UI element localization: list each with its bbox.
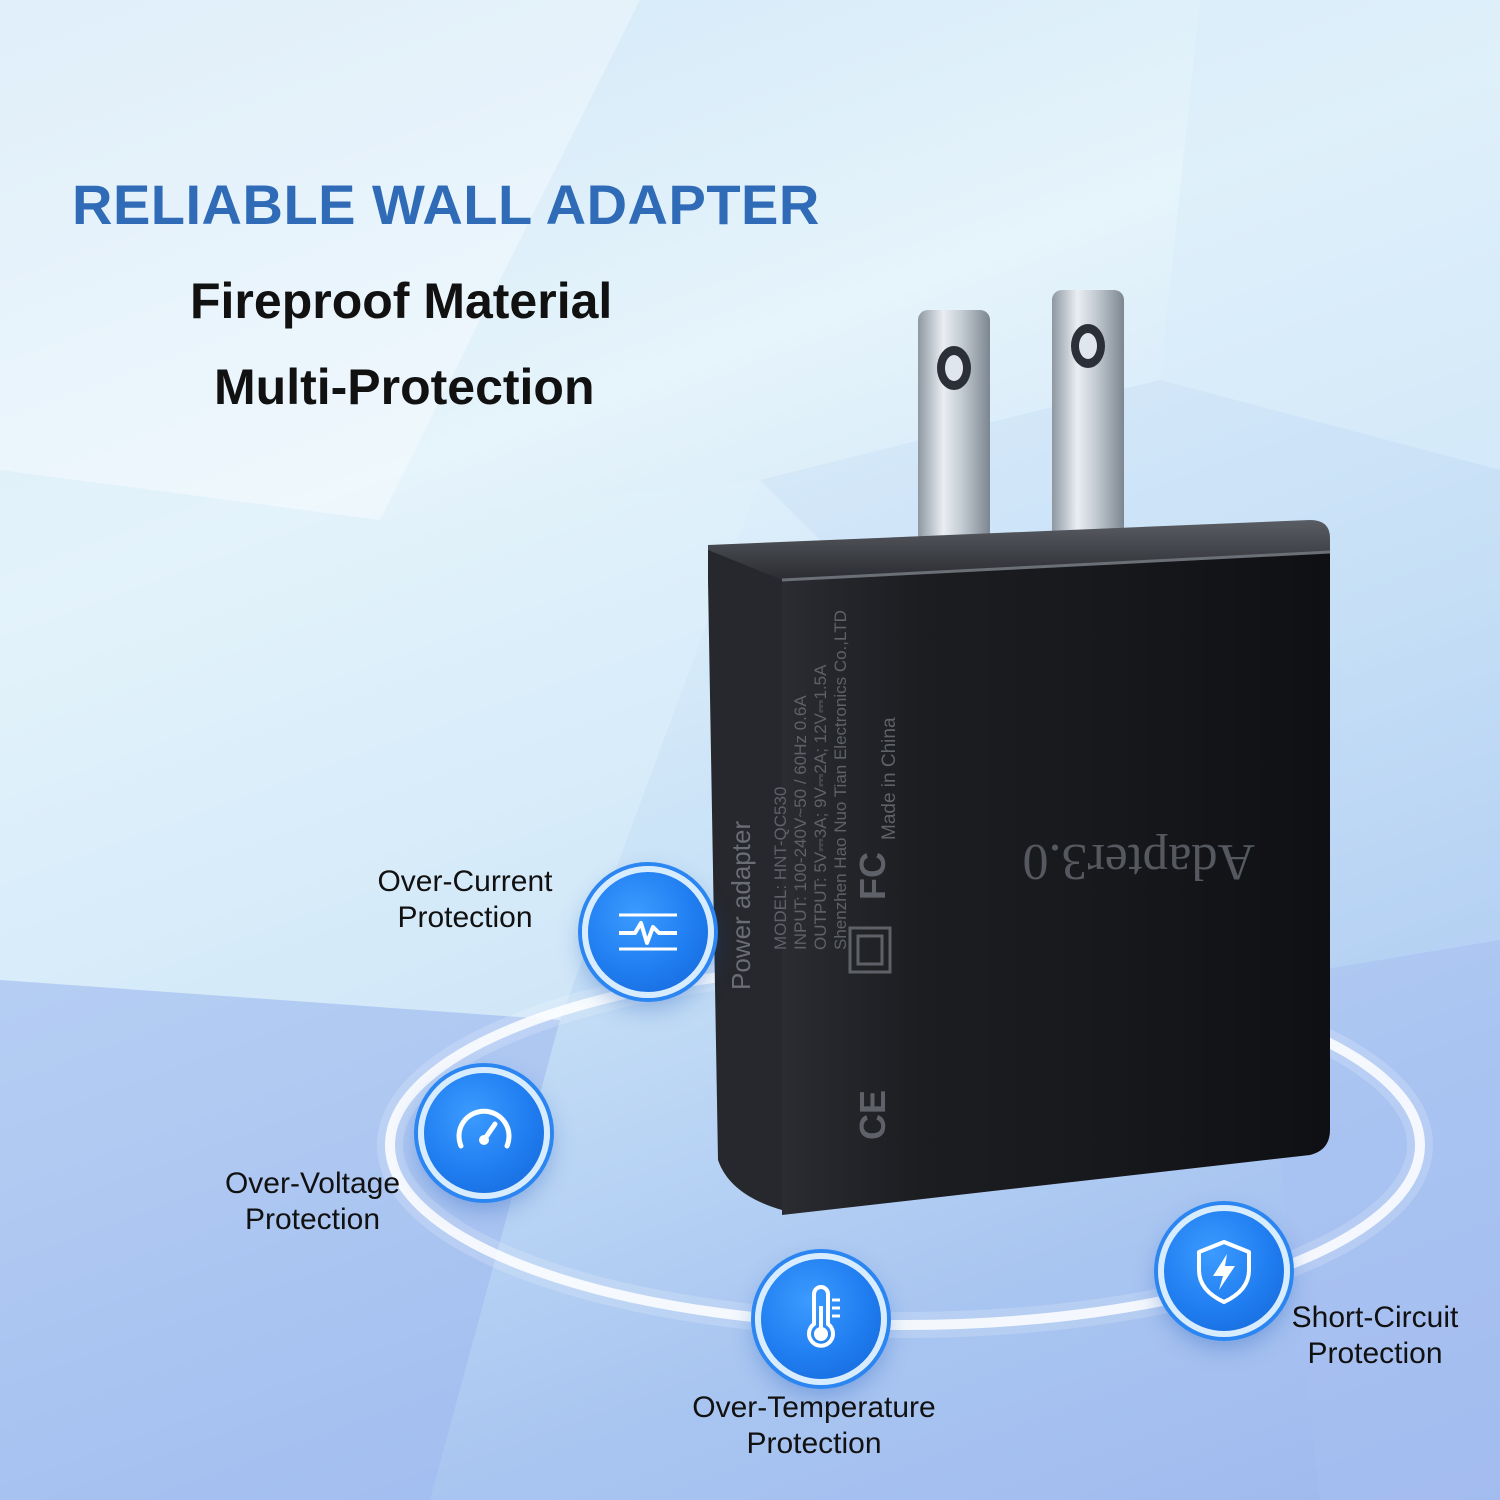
- adapter-origin: Made in China: [879, 717, 900, 840]
- subheadline-fireproof: Fireproof Material: [190, 273, 613, 329]
- adapter-prongs: [918, 290, 1124, 560]
- gauge-icon: [456, 1108, 512, 1149]
- adapter-brand: Adapter3.0: [1023, 833, 1255, 890]
- wall-adapter: Power adapter MODEL: HNT-QC530 INPUT: 10…: [708, 290, 1331, 1215]
- short-circuit-badge: [1158, 1205, 1290, 1337]
- headline: RELIABLE WALL ADAPTER: [72, 173, 820, 236]
- adapter-model: MODEL: HNT-QC530: [771, 787, 790, 950]
- over-temperature-badge: [755, 1253, 887, 1385]
- subheadline-multi-protection: Multi-Protection: [214, 359, 595, 415]
- over-voltage-badge: [418, 1067, 550, 1199]
- thermometer-icon: [807, 1285, 840, 1348]
- adapter-output: OUTPUT: 5V⎓3A; 9V⎓2A; 12V⎓1.5A: [811, 664, 830, 950]
- shield-bolt-icon: [1197, 1240, 1251, 1304]
- adapter-cert-fc: FC: [852, 852, 893, 900]
- adapter-label-title: Power adapter: [726, 821, 756, 990]
- adapter-cert-ce: CE: [852, 1090, 893, 1140]
- adapter-input: INPUT: 100-240V~50 / 60Hz 0.6A: [791, 695, 810, 950]
- waveform-icon: [619, 913, 677, 951]
- over-current-badge: [582, 866, 714, 998]
- adapter-maker: Shenzhen Hao Nuo Tian Electronics Co.,LT…: [831, 610, 850, 950]
